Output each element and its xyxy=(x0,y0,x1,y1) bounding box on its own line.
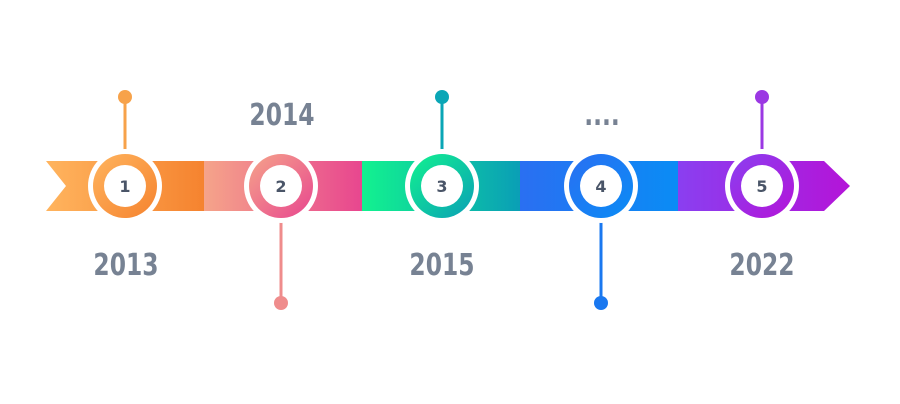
milestone-2-label: 2014 xyxy=(249,98,315,133)
milestone-4-dot xyxy=(594,296,608,310)
milestone-5-number: 5 xyxy=(756,177,767,196)
milestone-1-number: 1 xyxy=(119,177,130,196)
milestone-4-node: 4 xyxy=(564,149,638,223)
milestone-4-label: .... xyxy=(584,98,620,133)
milestone-1-node: 1 xyxy=(88,149,162,223)
milestone-1-label: 2013 xyxy=(93,248,159,283)
milestone-5-node: 5 xyxy=(725,149,799,223)
milestone-5-dot xyxy=(755,90,769,104)
milestone-3-dot xyxy=(435,90,449,104)
milestone-3-number: 3 xyxy=(436,177,447,196)
milestone-2-node: 2 xyxy=(244,149,318,223)
milestone-2-dot xyxy=(274,296,288,310)
timeline-stems xyxy=(118,90,769,310)
milestone-1-dot xyxy=(118,90,132,104)
milestone-3-label: 2015 xyxy=(409,248,475,283)
timeline-nodes: 1 2 3 4 5 xyxy=(88,149,799,223)
milestone-3-node: 3 xyxy=(405,149,479,223)
milestone-2-number: 2 xyxy=(275,177,286,196)
milestone-4-number: 4 xyxy=(595,177,606,196)
milestone-5-label: 2022 xyxy=(729,248,795,283)
